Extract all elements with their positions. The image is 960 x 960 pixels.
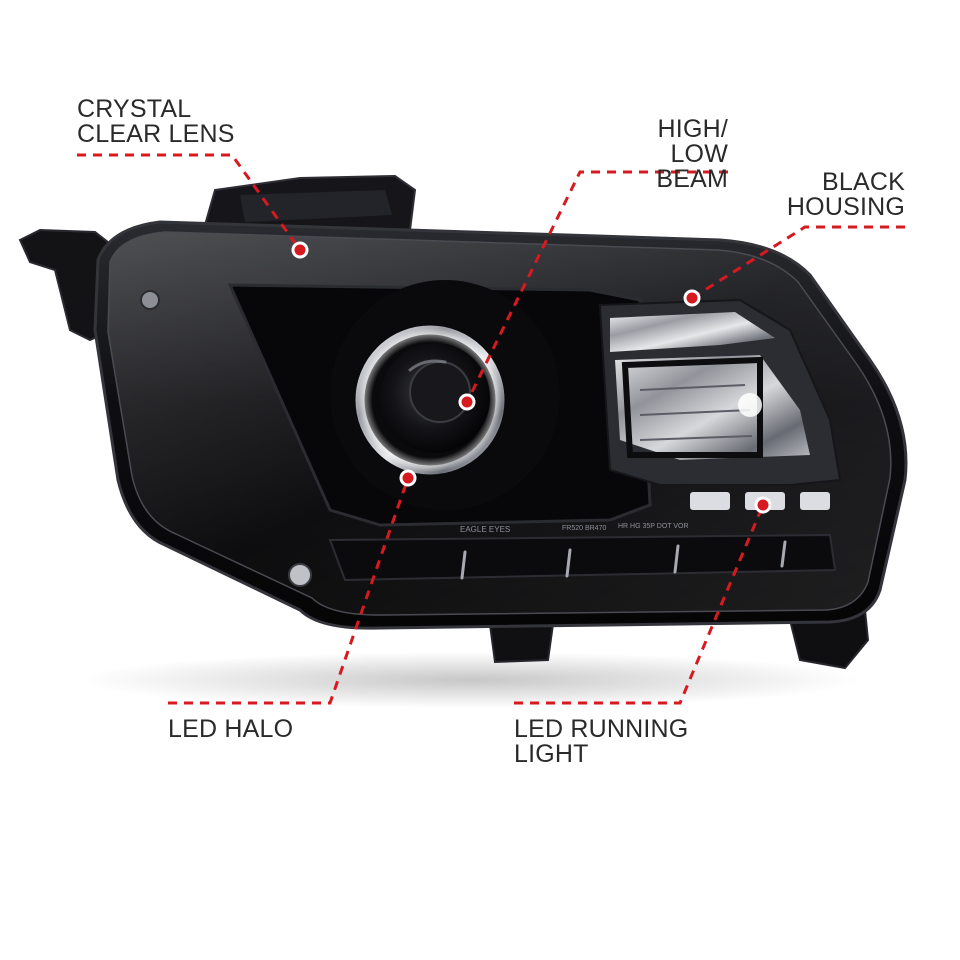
reflector-chrome-top — [610, 312, 775, 352]
callout-line-led-halo — [168, 477, 410, 705]
lens-code-marking: FR520 BR470 — [562, 525, 606, 532]
callout-label-led-running-light: LED RUNNING LIGHT — [514, 717, 688, 767]
side-marker-bulb — [288, 563, 312, 587]
callout-dot-black-housing — [683, 289, 701, 307]
callout-line-high-low-beam — [465, 170, 728, 403]
callout-label-line: LIGHT — [514, 740, 589, 768]
led-post — [565, 548, 572, 578]
callout-label-line: LED HALO — [168, 715, 294, 743]
callout-line-crystal-clear-lens — [77, 153, 302, 251]
reflector-glint — [738, 393, 762, 417]
callout-label-line: HOUSING — [786, 193, 905, 221]
led-emitter — [690, 492, 730, 510]
callout-label-crystal-clear-lens: CRYSTAL CLEAR LENS — [77, 97, 235, 147]
bracket-rib — [240, 190, 392, 222]
led-strip-posts — [460, 540, 787, 580]
led-emitter — [800, 492, 830, 510]
led-post — [673, 544, 680, 574]
lens-standards-marking: HR HG 35P DOT VOR — [618, 523, 689, 530]
callout-dots — [291, 241, 772, 514]
reflector-frame — [621, 356, 763, 458]
callout-lines — [77, 153, 905, 705]
callout-label-line: CRYSTAL — [77, 95, 192, 123]
lens-brand-marking: EAGLE EYES — [460, 525, 510, 534]
callout-label-line: CLEAR LENS — [77, 120, 235, 148]
callout-dot-crystal-clear-lens — [291, 241, 309, 259]
floor-shadow — [80, 652, 860, 708]
callout-label-led-halo: LED HALO — [168, 717, 293, 742]
callout-label-black-housing: BLACK HOUSING — [710, 170, 905, 220]
callout-dot-led-running-light — [754, 496, 772, 514]
projector-reflection — [408, 359, 447, 372]
callout-line-black-housing — [691, 225, 905, 300]
callout-label-high-low-beam: HIGH/ LOW BEAM — [600, 117, 728, 192]
callout-label-line: LED RUNNING — [514, 715, 689, 743]
led-post — [460, 550, 467, 580]
callout-dot-led-halo — [399, 469, 417, 487]
callout-label-line: BLACK — [822, 168, 905, 196]
led-light-bar — [328, 533, 837, 582]
callout-label-line: HIGH/ — [657, 115, 728, 143]
adjuster-screw — [140, 290, 160, 310]
projector-inner-lens — [409, 361, 471, 423]
callout-dot-high-low-beam — [458, 393, 476, 411]
led-post — [780, 540, 787, 568]
callout-line-led-running-light — [514, 504, 765, 705]
reflector-facets — [639, 384, 753, 441]
callout-label-line: LOW BEAM — [656, 140, 728, 193]
